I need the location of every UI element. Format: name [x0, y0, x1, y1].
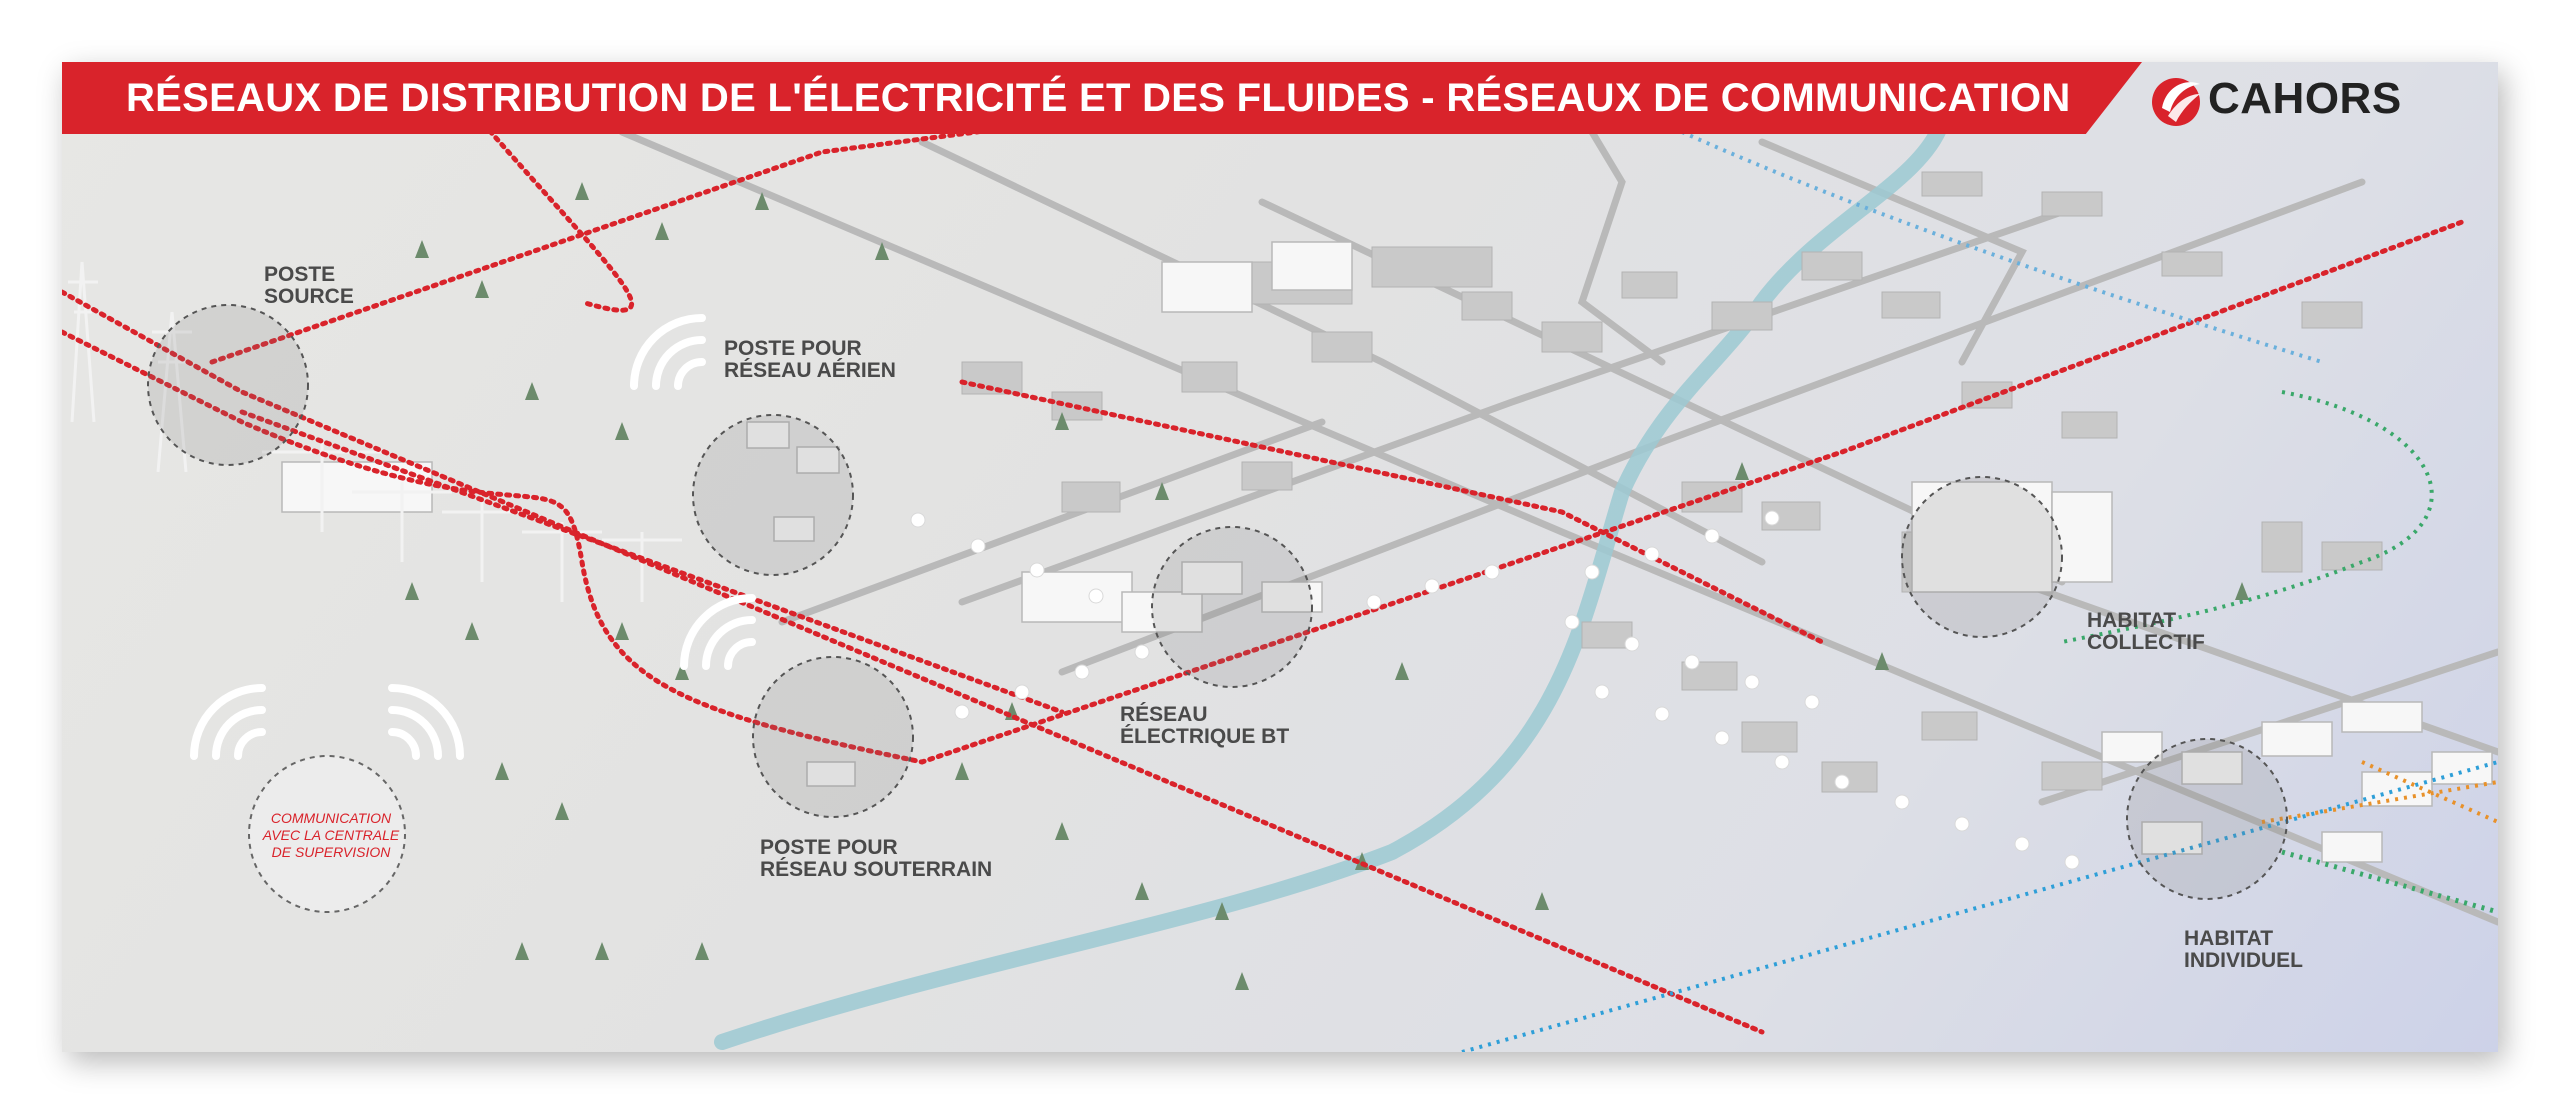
signal-icon-right: [388, 684, 464, 760]
label-poste-source: POSTE SOURCE: [264, 263, 354, 308]
signal-icon-left: [190, 684, 266, 760]
circle-communication: [248, 755, 406, 913]
green-network-south: [2281, 849, 2498, 915]
label-habitat-individuel: HABITAT INDIVIDUEL: [2184, 927, 2304, 972]
circle-poste-aerien: [692, 414, 854, 576]
title-banner: [62, 62, 2142, 134]
label-poste-aerien: POSTE POUR RÉSEAU AÉRIEN: [724, 337, 896, 382]
network-nodes: [910, 510, 2080, 870]
label-habitat-collectif: HABITAT COLLECTIF: [2087, 609, 2205, 654]
circle-habitat-collectif: [1901, 476, 2063, 638]
logo-wordmark: CAHORS: [2208, 74, 2402, 123]
blue-network-north: [1681, 130, 2323, 364]
network-map: [62, 69, 2498, 1052]
label-communication: COMMUNICATION AVEC LA CENTRALE DE SUPERV…: [262, 810, 400, 860]
circle-reseau-bt: [1151, 526, 1313, 688]
circle-habitat-individuel: [2126, 738, 2288, 900]
cahors-logo: [2152, 78, 2200, 126]
signal-icon-souterrain: [680, 594, 756, 670]
page-title: RÉSEAUX DE DISTRIBUTION DE L'ÉLECTRICITÉ…: [126, 76, 2071, 120]
circle-poste-source: [147, 304, 309, 466]
signal-icons: [190, 314, 756, 760]
circle-poste-souterrain: [752, 656, 914, 818]
green-network: [2061, 390, 2434, 644]
trees: [335, 182, 2249, 990]
label-poste-souterrain: POSTE POUR RÉSEAU SOUTERRAIN: [760, 836, 993, 881]
signal-icon-aerien: [630, 314, 706, 390]
focus-circles: [147, 304, 2288, 900]
power-lines: [68, 261, 682, 602]
cahors-logo-icon: [2152, 78, 2200, 126]
orange-network-2: [2361, 760, 2498, 824]
river: [714, 114, 1950, 1050]
orange-network: [2261, 780, 2498, 824]
diagram-panel: RÉSEAUX DE DISTRIBUTION DE L'ÉLECTRICITÉ…: [62, 62, 2498, 1052]
blue-network: [1461, 760, 2498, 1052]
label-reseau-bt: RÉSEAU ÉLECTRIQUE BT: [1120, 703, 1290, 748]
